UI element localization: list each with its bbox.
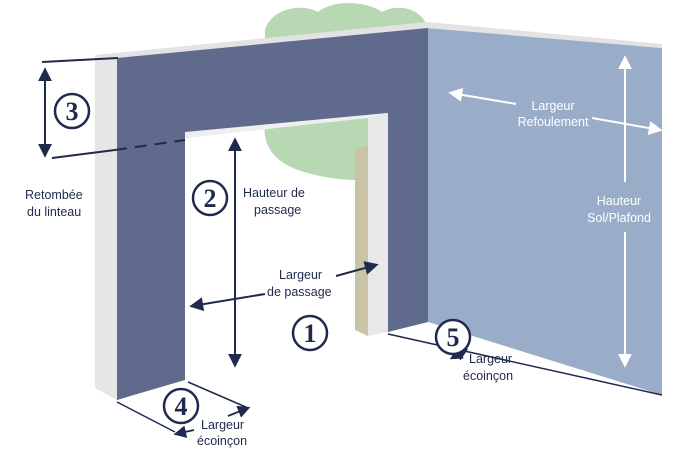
- side-wall-top-edge: [428, 22, 662, 48]
- passage-width-label-line2: de passage: [267, 285, 332, 299]
- marker-5: 5: [434, 318, 472, 356]
- floor-line-left-2: [187, 381, 249, 409]
- refoulement-label-line2: Refoulement: [518, 115, 589, 129]
- door-frame: [355, 145, 368, 336]
- ecoincon-right-label-line1: Largeur: [469, 352, 512, 366]
- passage-width-label-line1: Largeur: [279, 268, 322, 282]
- svg-text:5: 5: [447, 323, 460, 352]
- marker-4: 4: [162, 387, 200, 425]
- refoulement-label-line1: Largeur: [531, 99, 574, 113]
- lintel-underside: [185, 113, 388, 138]
- marker-2: 2: [191, 179, 229, 217]
- passage-width-arrow-right: [335, 261, 379, 277]
- marker-3: 3: [53, 92, 91, 130]
- passage-width-arrow-left: [189, 293, 266, 312]
- refoulement-arrow-left: [448, 87, 517, 105]
- ecoincon-left-arrow-2: [173, 425, 195, 438]
- lintel-drop-dimension: [38, 57, 186, 159]
- opening-right-reveal: [368, 113, 388, 336]
- ecoincon-right-label-line2: écoinçon: [463, 369, 513, 383]
- front-wall: [117, 28, 428, 400]
- passage-height-label-line2: passage: [254, 203, 301, 217]
- retombee-label-line2: du linteau: [27, 205, 81, 219]
- svg-text:1: 1: [304, 319, 317, 348]
- retombee-label-line1: Retombée: [25, 188, 83, 202]
- marker-1: 1: [291, 314, 329, 352]
- ecoincon-left-label-line1: Largeur: [201, 418, 244, 432]
- front-wall-left-edge: [95, 55, 117, 400]
- passage-height-label-line1: Hauteur de: [243, 186, 305, 200]
- floor-line-right: [387, 333, 663, 396]
- svg-text:2: 2: [204, 184, 217, 213]
- floor-line-left: [116, 401, 176, 433]
- floor-ceiling-label-line1: Hauteur: [597, 194, 641, 208]
- svg-text:4: 4: [175, 392, 188, 421]
- ecoincon-left-arrow-1: [227, 405, 251, 418]
- ecoincon-left-label-line2: écoinçon: [197, 434, 247, 448]
- wall-top-edge: [95, 22, 428, 60]
- floor-ceiling-label-line2: Sol/Plafond: [587, 211, 651, 225]
- svg-text:3: 3: [66, 97, 79, 126]
